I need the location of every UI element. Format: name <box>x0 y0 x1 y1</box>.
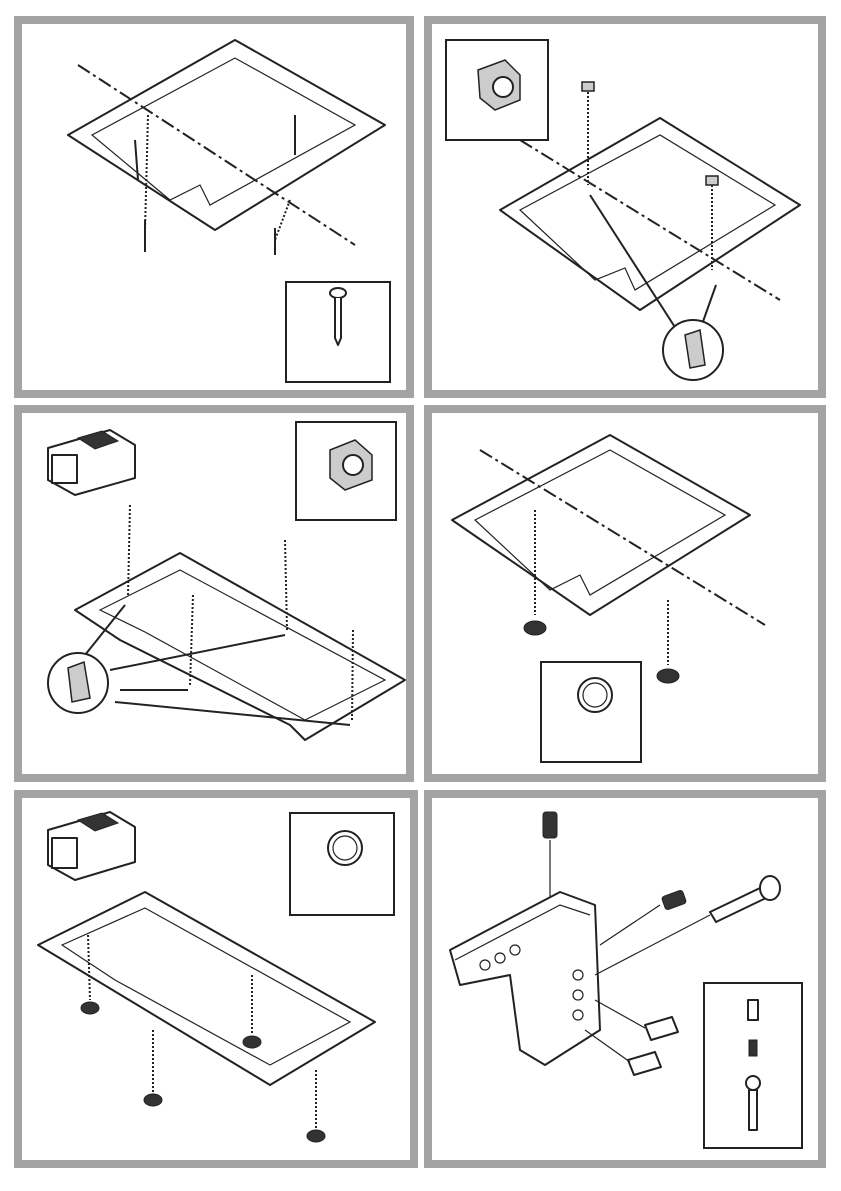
step-2-panel <box>424 16 826 398</box>
spacer <box>627 1051 662 1076</box>
step-5-panel <box>14 790 418 1168</box>
set-screw <box>542 811 558 839</box>
spacer <box>644 1016 679 1041</box>
set-screw <box>661 890 687 910</box>
long-bolt <box>709 875 781 923</box>
step-6-panel <box>424 790 826 1168</box>
frame-tray <box>74 552 406 741</box>
foot <box>523 620 547 636</box>
foot <box>80 1001 100 1015</box>
step-3-panel <box>14 405 414 782</box>
foot-inset <box>289 812 395 916</box>
foot <box>656 668 680 684</box>
frame-tray <box>37 891 376 1086</box>
step-1-panel <box>14 16 414 398</box>
frame-tray <box>451 434 751 616</box>
foot <box>143 1093 163 1107</box>
speaker-icon <box>47 811 136 881</box>
speaker-icon <box>47 429 136 496</box>
step-4-panel <box>424 405 826 782</box>
bracket <box>449 891 601 1066</box>
frame-tray <box>67 39 386 231</box>
foot <box>242 1035 262 1049</box>
foot <box>306 1129 326 1143</box>
